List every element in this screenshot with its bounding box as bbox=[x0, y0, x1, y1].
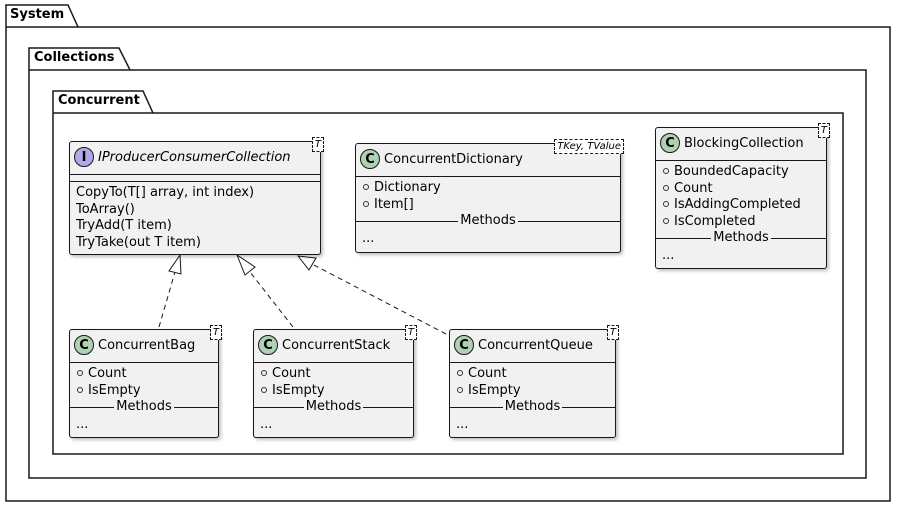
class-body: Count IsEmpty Methods ... bbox=[450, 363, 615, 434]
class-concurrentbag[interactable]: C ConcurrentBag T Count IsEmpty Methods … bbox=[69, 325, 222, 438]
public-visibility-icon bbox=[663, 217, 669, 224]
class-header: C ConcurrentQueue T bbox=[450, 325, 619, 363]
public-visibility-icon bbox=[457, 370, 463, 376]
attribute: Count bbox=[76, 366, 212, 383]
public-visibility-icon bbox=[363, 184, 369, 190]
attribute: IsCompleted bbox=[662, 214, 820, 231]
operation: TryAdd(T item) bbox=[76, 218, 172, 233]
class-concurrentdictionary[interactable]: C ConcurrentDictionary TKey, TValue Dict… bbox=[355, 139, 624, 253]
class-name: ConcurrentBag bbox=[98, 338, 196, 353]
attribute: Dictionary bbox=[362, 180, 614, 197]
public-visibility-icon bbox=[77, 370, 83, 376]
class-header: C ConcurrentDictionary TKey, TValue bbox=[356, 139, 624, 177]
operation: ToArray() bbox=[76, 201, 135, 217]
class-concurrentqueue[interactable]: C ConcurrentQueue T Count IsEmpty Method… bbox=[449, 325, 619, 438]
class-header: C ConcurrentBag T bbox=[70, 325, 222, 363]
public-visibility-icon bbox=[261, 386, 267, 393]
attribute: Item[] bbox=[362, 197, 614, 214]
methods-ellipsis: ... bbox=[662, 248, 675, 263]
class-body: Count IsEmpty Methods ... bbox=[254, 363, 413, 434]
methods-ellipsis: ... bbox=[76, 417, 89, 432]
public-visibility-icon bbox=[363, 200, 369, 207]
class-header: C ConcurrentStack T bbox=[254, 325, 417, 363]
public-visibility-icon bbox=[261, 370, 267, 376]
class-name: ConcurrentDictionary bbox=[384, 152, 523, 167]
package-concurrent-label: Concurrent bbox=[58, 93, 140, 108]
attribute: BoundedCapacity bbox=[662, 164, 820, 181]
methods-divider: Methods bbox=[656, 230, 826, 246]
class-body: BoundedCapacity Count IsAddingCompleted … bbox=[656, 161, 826, 265]
attribute: IsEmpty bbox=[260, 383, 407, 400]
class-badge-icon: C bbox=[454, 335, 474, 355]
type-parameter: T bbox=[404, 325, 417, 340]
public-visibility-icon bbox=[663, 184, 669, 191]
attribute: Count bbox=[260, 366, 407, 383]
methods-divider: Methods bbox=[356, 213, 620, 229]
edge-queue-to-iproducer bbox=[311, 263, 447, 335]
arrowhead-queue bbox=[296, 255, 317, 271]
class-name: IProducerConsumerCollection bbox=[98, 150, 291, 165]
class-badge-icon: C bbox=[660, 133, 680, 153]
attribute: IsEmpty bbox=[456, 383, 609, 400]
class-iproducerconsumercollection[interactable]: I IProducerConsumerCollection T CopyTo(T… bbox=[69, 137, 324, 255]
methods-ellipsis: ... bbox=[362, 231, 375, 246]
type-parameter: T bbox=[311, 137, 324, 152]
class-body: CopyTo(T[] array, int index) ToArray() T… bbox=[70, 175, 320, 251]
attribute: Count bbox=[662, 181, 820, 198]
class-body: Dictionary Item[] Methods ... bbox=[356, 177, 620, 248]
public-visibility-icon bbox=[663, 201, 669, 207]
class-header: I IProducerConsumerCollection T bbox=[70, 137, 324, 175]
type-parameter: T bbox=[817, 123, 830, 138]
class-body: Count IsEmpty Methods ... bbox=[70, 363, 218, 434]
edge-bag-to-iproducer bbox=[158, 271, 176, 328]
arrowhead-bag bbox=[168, 253, 182, 275]
class-header: C BlockingCollection T bbox=[656, 123, 830, 161]
class-concurrentstack[interactable]: C ConcurrentStack T Count IsEmpty Method… bbox=[253, 325, 417, 438]
methods-divider: Methods bbox=[70, 399, 218, 415]
attribute: Count bbox=[456, 366, 609, 383]
operation: TryTake(out T item) bbox=[76, 234, 201, 250]
public-visibility-icon bbox=[663, 168, 669, 174]
class-name: ConcurrentQueue bbox=[478, 338, 593, 353]
package-collections-label: Collections bbox=[34, 50, 115, 65]
public-visibility-icon bbox=[77, 386, 83, 393]
public-visibility-icon bbox=[457, 386, 463, 393]
type-parameter: TKey, TValue bbox=[554, 139, 624, 154]
methods-divider: Methods bbox=[254, 399, 413, 415]
methods-ellipsis: ... bbox=[260, 417, 273, 432]
interface-badge-icon: I bbox=[74, 147, 94, 167]
class-name: ConcurrentStack bbox=[282, 338, 391, 353]
edge-stack-to-iproducer bbox=[249, 271, 294, 328]
methods-divider: Methods bbox=[450, 399, 615, 415]
class-blockingcollection[interactable]: C BlockingCollection T BoundedCapacity C… bbox=[655, 123, 830, 269]
class-badge-icon: C bbox=[258, 335, 278, 355]
attribute: IsAddingCompleted bbox=[662, 197, 820, 214]
attribute: IsEmpty bbox=[76, 383, 212, 400]
arrowhead-stack bbox=[235, 253, 256, 276]
class-badge-icon: C bbox=[360, 149, 380, 169]
class-name: BlockingCollection bbox=[684, 136, 804, 151]
type-parameter: T bbox=[209, 325, 222, 340]
class-badge-icon: C bbox=[74, 335, 94, 355]
operation: CopyTo(T[] array, int index) bbox=[76, 185, 255, 200]
type-parameter: T bbox=[606, 325, 619, 340]
package-system-label: System bbox=[10, 7, 65, 22]
methods-ellipsis: ... bbox=[456, 417, 469, 432]
